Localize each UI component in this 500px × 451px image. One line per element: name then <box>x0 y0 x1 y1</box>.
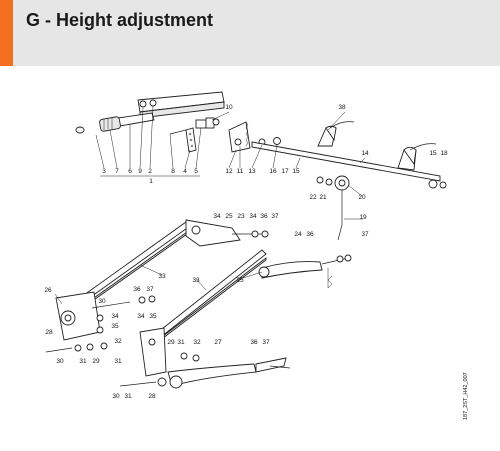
rods <box>69 221 267 349</box>
callout-c31a: 31 <box>177 339 185 346</box>
callout-c36b: 36 <box>306 231 314 238</box>
callout-c34d: 34 <box>137 313 145 320</box>
callout-c31b: 31 <box>79 358 87 365</box>
callout-c36c: 36 <box>133 286 141 293</box>
callout-c37d: 37 <box>262 339 270 346</box>
callout-c37a: 37 <box>271 213 279 220</box>
callout-c35b: 35 <box>149 313 157 320</box>
callout-c16: 16 <box>269 168 277 175</box>
callout-c34c: 34 <box>111 313 119 320</box>
upper-bracket <box>185 219 269 247</box>
callout-c23: 23 <box>237 213 245 220</box>
callout-c8: 8 <box>171 168 175 175</box>
callout-c33a: 33 <box>158 273 166 280</box>
orange-accent-tab <box>0 0 13 66</box>
leader-lines <box>54 105 366 305</box>
callout-c31c: 31 <box>114 358 122 365</box>
callout-c5: 5 <box>194 168 198 175</box>
callout-c34b: 34 <box>249 213 257 220</box>
callout-c11: 11 <box>237 168 244 175</box>
callout-c1: 1 <box>149 178 153 185</box>
right-link <box>258 254 352 289</box>
callout-c12: 12 <box>225 168 233 175</box>
callout-c3: 3 <box>102 168 106 175</box>
callout-c29a: 29 <box>167 339 175 346</box>
callout-c36a: 36 <box>260 213 268 220</box>
callout-c26: 26 <box>44 287 52 294</box>
callout-c29b: 29 <box>92 358 100 365</box>
callout-c19: 19 <box>359 214 367 221</box>
callout-c32b: 32 <box>114 338 122 345</box>
lower-assembly <box>119 327 291 389</box>
callout-c38: 38 <box>338 104 346 111</box>
callout-c28a: 28 <box>45 329 53 336</box>
lever-assembly <box>75 91 225 153</box>
drawing-code: 187_2ST_H42_007 <box>463 372 469 420</box>
page-title: G - Height adjustment <box>26 10 214 30</box>
callout-c21: 21 <box>319 194 327 201</box>
callout-c6: 6 <box>128 168 132 175</box>
callout-c37c: 37 <box>146 286 154 293</box>
shaft-assembly <box>228 121 447 241</box>
callout-c32a: 32 <box>193 339 201 346</box>
callout-c35a: 35 <box>111 323 119 330</box>
callout-c7: 7 <box>115 168 119 175</box>
callout-c2: 2 <box>148 168 152 175</box>
callout-c34a: 34 <box>213 213 221 220</box>
callout-c15b: 15 <box>429 150 437 157</box>
callout-c31d: 31 <box>124 393 132 400</box>
left-plate <box>45 291 156 353</box>
callout-c28b: 28 <box>148 393 156 400</box>
callout-c30a: 30 <box>98 298 106 305</box>
callout-c24: 24 <box>294 231 302 238</box>
callout-c36d: 36 <box>250 339 258 346</box>
callout-c30b: 30 <box>56 358 64 365</box>
callout-c37b: 37 <box>361 231 369 238</box>
callout-c30c: 30 <box>112 393 120 400</box>
callout-c25b: 25 <box>236 277 244 284</box>
header-bar: G - Height adjustment <box>0 0 500 66</box>
callout-c27: 27 <box>214 339 222 346</box>
callout-c17: 17 <box>281 168 289 175</box>
callout-c15a: 15 <box>292 168 300 175</box>
callout-c10: 10 <box>225 104 233 111</box>
callout-c22: 22 <box>309 194 317 201</box>
callout-c20: 20 <box>358 194 366 201</box>
callout-c4: 4 <box>183 168 187 175</box>
parts-diagram: 3769284511012111316171538141518222120193… <box>44 91 469 420</box>
callout-c14: 14 <box>361 150 369 157</box>
callout-c25a: 25 <box>225 213 233 220</box>
callout-c9: 9 <box>138 168 142 175</box>
callout-c33b: 33 <box>192 277 200 284</box>
callout-c13: 13 <box>248 168 256 175</box>
callout-c18: 18 <box>440 150 448 157</box>
